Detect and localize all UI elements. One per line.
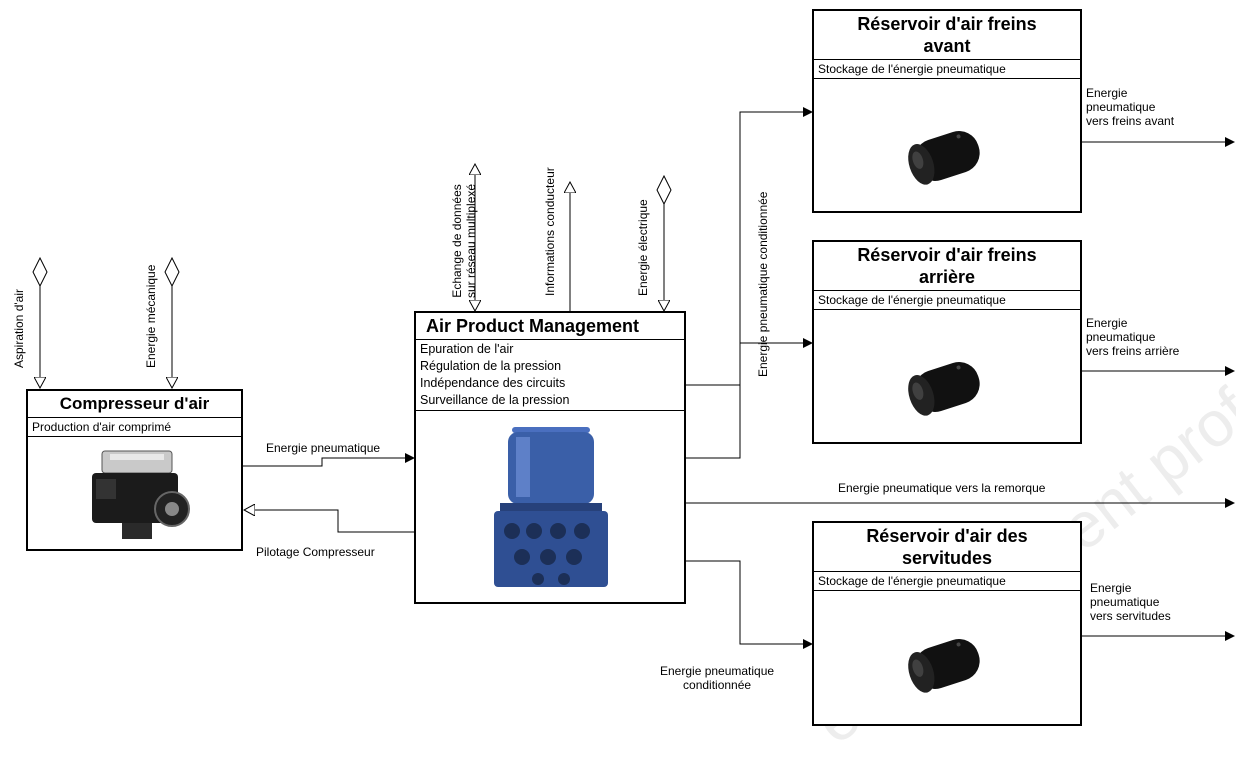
compressor-image bbox=[92, 450, 190, 539]
apm-electric-input bbox=[656, 174, 672, 311]
apm-function-item: Surveillance de la pression bbox=[420, 393, 570, 407]
label-data-exchange: Echange de données sur réseau multiplexé bbox=[450, 183, 478, 298]
apm-function-item: Régulation de la pression bbox=[420, 359, 562, 373]
tank-title: Réservoir d'air des servitudes bbox=[814, 523, 1080, 572]
tank-image bbox=[908, 639, 980, 693]
flow-apm-to-front-tank bbox=[686, 107, 813, 386]
flow-apm-to-service-tank bbox=[686, 560, 813, 649]
compressor-title: Compresseur d'air bbox=[28, 391, 241, 418]
apm-function-item: Indépendance des circuits bbox=[420, 376, 566, 390]
tank-image bbox=[908, 362, 980, 416]
tank-services-output-label: Energie pneumatique vers servitudes bbox=[1090, 581, 1171, 623]
label-electric-energy: Energie électrique bbox=[636, 199, 650, 296]
label-conditioned-bottom: Energie pneumatique conditionnée bbox=[660, 664, 775, 692]
compressor-function: Production d'air comprimé bbox=[28, 418, 241, 437]
connection-diagram bbox=[32, 107, 1235, 649]
label-conditioned-vertical: Energie pneumatique conditionnée bbox=[756, 191, 770, 377]
label-pilot: Pilotage Compresseur bbox=[256, 545, 375, 559]
label-mechanical-energy: Energie mécanique bbox=[144, 264, 158, 368]
tank-services-block: Réservoir d'air des servitudes Stockage … bbox=[812, 521, 1082, 726]
compressor-block: Compresseur d'air Production d'air compr… bbox=[26, 389, 243, 551]
apm-block: Air Product Management Epuration de l'ai… bbox=[414, 311, 686, 604]
flow-apm-to-rear-tank bbox=[686, 338, 813, 459]
tank-function: Stockage de l'énergie pneumatique bbox=[814, 291, 1080, 310]
flow-compressor-to-apm bbox=[243, 453, 415, 467]
tank-rear-block: Réservoir d'air freins arrière Stockage … bbox=[812, 240, 1082, 444]
apm-title: Air Product Management bbox=[416, 313, 684, 340]
tank-function: Stockage de l'énergie pneumatique bbox=[814, 60, 1080, 79]
tank-rear-output-label: Energie pneumatique vers freins arrière bbox=[1086, 316, 1180, 358]
label-flow-to-apm: Energie pneumatique bbox=[266, 441, 381, 455]
apm-functions: Epuration de l'air Régulation de la pres… bbox=[416, 340, 684, 411]
compressor-air-input bbox=[32, 256, 48, 388]
tank-function: Stockage de l'énergie pneumatique bbox=[814, 572, 1080, 591]
label-to-trailer: Energie pneumatique vers la remorque bbox=[838, 481, 1046, 495]
tank-front-block: Réservoir d'air freins avant Stockage de… bbox=[812, 9, 1082, 213]
label-air-intake: Aspiration d'air bbox=[12, 289, 26, 368]
label-driver-info: Informations conducteur bbox=[543, 167, 557, 296]
tank-front-output-label: Energie pneumatique vers freins avant bbox=[1086, 86, 1175, 128]
apm-function-item: Epuration de l'air bbox=[420, 342, 514, 356]
tank-title: Réservoir d'air freins avant bbox=[814, 11, 1080, 60]
flow-pilot-to-compressor bbox=[244, 510, 414, 533]
air-dryer-image bbox=[494, 427, 608, 587]
tank-title: Réservoir d'air freins arrière bbox=[814, 242, 1080, 291]
tank-image bbox=[908, 131, 980, 185]
compressor-mechanical-input bbox=[164, 256, 180, 388]
